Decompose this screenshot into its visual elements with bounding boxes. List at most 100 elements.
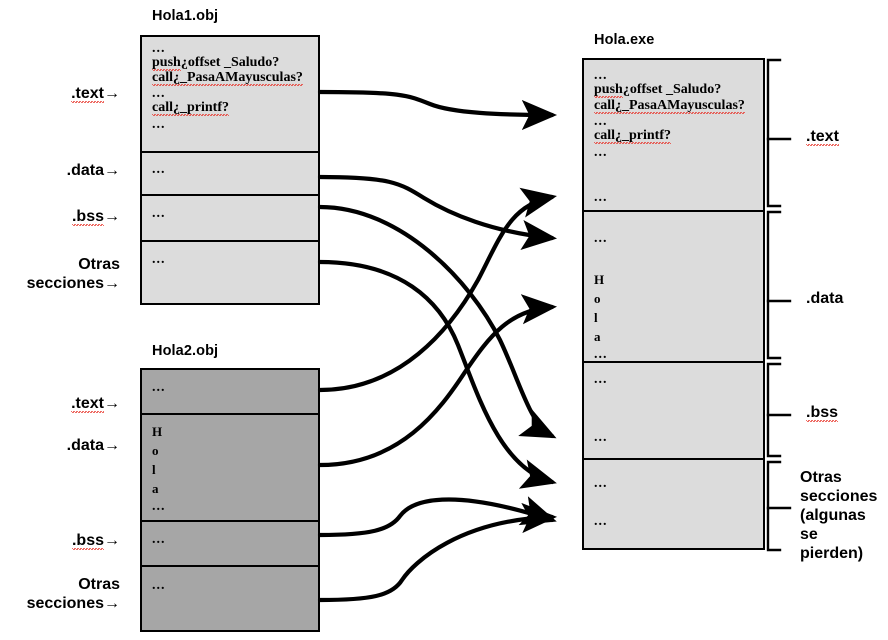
exe-otras-dots2: ... xyxy=(594,514,608,529)
hola2-label-otras: Otras secciones→ xyxy=(0,575,120,613)
hola1-code-line5: call¿_printf? xyxy=(152,100,229,116)
exe-label-text: .text xyxy=(806,128,839,146)
hola2-data-char-a: a xyxy=(152,481,159,496)
hola1-code-line3: call¿_PasaAMayusculas? xyxy=(152,70,303,86)
hola1-code-line2: push¿offset _Saludo? xyxy=(152,55,280,71)
hola1-section-text xyxy=(142,37,318,153)
exe-data-char-h: H xyxy=(594,272,605,287)
link-obj1-bss-to-exe-bss xyxy=(317,204,557,439)
exe-code-line5: call¿_printf? xyxy=(594,128,671,144)
hola2-label-data-arrow: → xyxy=(104,437,120,454)
exe-label-bss: .bss xyxy=(806,404,839,422)
brace-exe-otras xyxy=(766,460,782,552)
exe-data-dots2: ... xyxy=(594,347,608,362)
exe-text-dots2: ... xyxy=(594,190,608,205)
hola-exe-title: Hola.exe xyxy=(594,32,655,48)
exe-data-char-l: l xyxy=(594,310,598,325)
hola1-code-line1: ... xyxy=(152,41,166,56)
hola1-label-bss-word: .bss xyxy=(71,208,104,226)
hola2-text-dots: ... xyxy=(152,380,166,395)
exe-label-otras-l1: Otras xyxy=(800,469,842,486)
brace-exe-bss xyxy=(766,362,782,458)
link-obj2-otras-to-exe-otras2 xyxy=(317,502,558,603)
exe-label-otras: Otras secciones (algunas se pierden) xyxy=(800,468,877,563)
exe-bss-dots2: ... xyxy=(594,430,608,445)
hola2-label-bss-arrow: → xyxy=(104,532,120,549)
exe-code-line3: call¿_PasaAMayusculas? xyxy=(594,98,745,114)
hola1-label-otras-l2: secciones xyxy=(26,275,104,292)
hola1-code-line6: ... xyxy=(152,117,166,132)
hola2-label-data-word: .data xyxy=(66,437,104,454)
hola2-bss-dots: ... xyxy=(152,532,166,547)
exe-data-char-o: o xyxy=(594,291,601,306)
hola2-label-otras-l2: secciones xyxy=(26,595,104,612)
hola2-section-data xyxy=(142,415,318,522)
hola2-label-data: .data→ xyxy=(10,437,120,455)
hola1-label-text: .text→ xyxy=(10,85,120,103)
exe-label-otras-l2: secciones xyxy=(800,488,878,505)
exe-label-data: .data xyxy=(806,290,843,308)
hola1-label-otras: Otras secciones→ xyxy=(0,255,120,293)
link-obj1-data-to-exe-data xyxy=(317,174,558,251)
exe-bss-dots1: ... xyxy=(594,372,608,387)
hola1-label-data-word: .data xyxy=(66,162,104,179)
exe-label-otras-l3: (algunas xyxy=(800,507,866,524)
hola2-label-bss-word: .bss xyxy=(71,532,104,550)
hola1-code-push: push xyxy=(152,55,181,71)
link-obj2-bss-to-exe-otras xyxy=(317,496,557,538)
exe-code-push-arg: ¿offset _Saludo? xyxy=(622,82,722,97)
hola2-label-text: .text→ xyxy=(10,395,120,413)
exe-label-text-word: .text xyxy=(806,128,839,146)
hola1-label-text-word: .text xyxy=(71,85,104,103)
hola1-code-call2-arg: ¿_printf? xyxy=(173,100,229,116)
hola1-label-text-arrow: → xyxy=(104,85,120,102)
link-obj2-text-to-exe-text2 xyxy=(317,187,557,393)
hola2-label-otras-l1: Otras xyxy=(78,576,120,593)
exe-code-line1: ... xyxy=(594,68,608,83)
exe-code-line6: ... xyxy=(594,145,608,160)
hola2-otras-dots: ... xyxy=(152,578,166,593)
hola1-bss-dots: ... xyxy=(152,206,166,221)
hola1-label-otras-l1: Otras xyxy=(78,256,120,273)
hola2-obj-box xyxy=(140,368,320,632)
exe-code-call1-arg: ¿_PasaAMayusculas? xyxy=(615,98,745,114)
exe-label-data-word: .data xyxy=(806,290,844,307)
exe-section-otras xyxy=(584,460,763,548)
exe-label-bss-word: .bss xyxy=(806,404,839,422)
hola1-label-bss: .bss→ xyxy=(10,208,120,226)
exe-otras-dots1: ... xyxy=(594,476,608,491)
link-obj1-otras-to-exe-bss2 xyxy=(317,259,557,489)
link-obj2-data-to-exe-data2 xyxy=(317,294,558,468)
brace-exe-text xyxy=(766,58,782,208)
hola2-data-dots: ... xyxy=(152,499,166,514)
exe-section-text xyxy=(584,60,763,212)
hola1-data-dots: ... xyxy=(152,162,166,177)
exe-label-otras-l4: se xyxy=(800,526,818,543)
hola2-label-text-arrow: → xyxy=(104,395,120,412)
exe-section-data xyxy=(584,212,763,363)
hola2-label-text-word: .text xyxy=(71,395,104,413)
exe-code-call2: call xyxy=(594,128,615,144)
hola2-data-char-l: l xyxy=(152,462,156,477)
exe-code-call2-arg: ¿_printf? xyxy=(615,128,671,144)
hola2-section-bss xyxy=(142,522,318,567)
hola2-obj-title: Hola2.obj xyxy=(152,343,219,359)
hola1-code-push-arg: ¿offset _Saludo? xyxy=(180,55,280,70)
exe-code-push: push xyxy=(594,82,623,98)
hola1-label-bss-arrow: → xyxy=(104,208,120,225)
link-obj1-text-to-exe-text xyxy=(317,89,558,131)
brace-exe-data xyxy=(766,210,782,360)
hola2-data-char-o: o xyxy=(152,443,159,458)
hola1-label-otras-arrow: → xyxy=(104,275,120,292)
hola1-label-data: .data→ xyxy=(10,162,120,180)
hola1-otras-dots: ... xyxy=(152,252,166,267)
exe-label-otras-l5: pierden) xyxy=(800,545,864,562)
hola2-label-otras-arrow: → xyxy=(104,595,120,612)
exe-code-call1: call xyxy=(594,98,615,114)
hola1-section-bss xyxy=(142,196,318,242)
hola1-code-call2: call xyxy=(152,100,173,116)
hola1-code-call1: call xyxy=(152,70,173,86)
hola2-section-otras xyxy=(142,567,318,630)
exe-data-dots1: ... xyxy=(594,231,608,246)
